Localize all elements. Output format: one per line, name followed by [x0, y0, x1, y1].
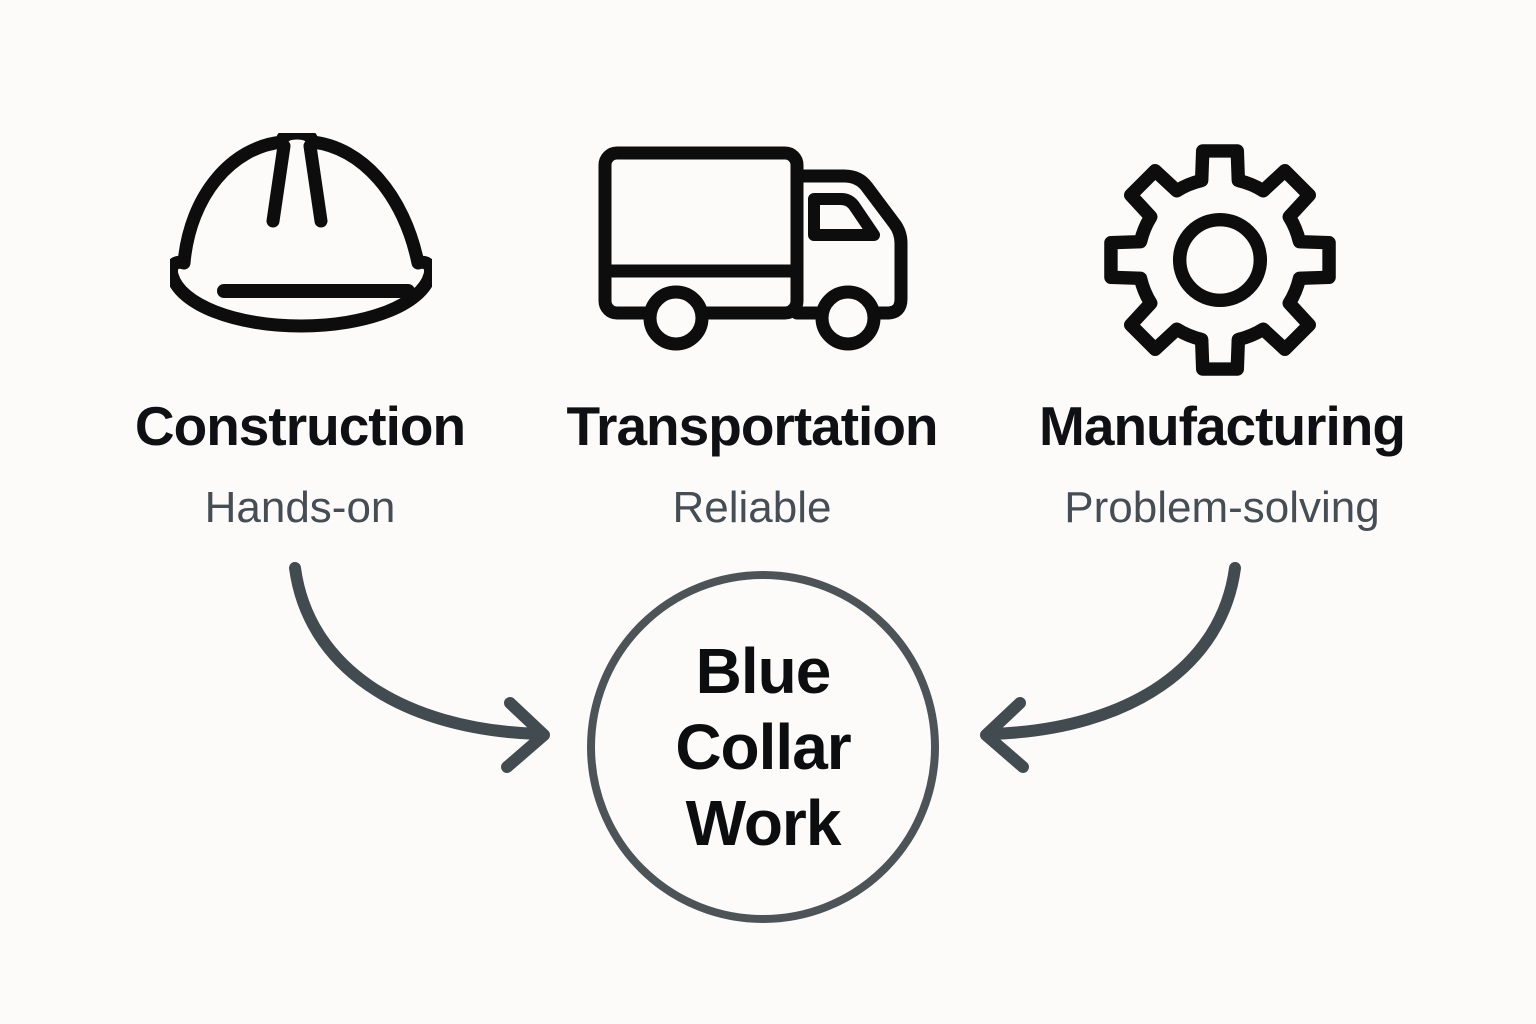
hard-hat-icon [170, 133, 432, 338]
curved-arrow-right-icon [960, 550, 1260, 790]
center-circle: Blue Collar Work [587, 571, 939, 923]
curved-arrow-left-icon [270, 550, 570, 790]
sector-trait-transportation: Reliable [672, 483, 832, 532]
sector-trait-construction: Hands-on [204, 483, 396, 532]
center-label-line: Collar [675, 711, 851, 783]
gear-icon [1100, 140, 1340, 380]
sector-title-transportation: Transportation [566, 395, 938, 457]
sector-title-manufacturing: Manufacturing [1039, 395, 1406, 457]
truck-icon [598, 146, 908, 356]
center-label-line: Work [685, 787, 842, 859]
sector-trait-manufacturing: Problem-solving [1064, 483, 1380, 532]
center-label: Blue Collar Work [675, 633, 851, 861]
center-label-line: Blue [695, 635, 832, 707]
sector-title-construction: Construction [134, 395, 466, 457]
